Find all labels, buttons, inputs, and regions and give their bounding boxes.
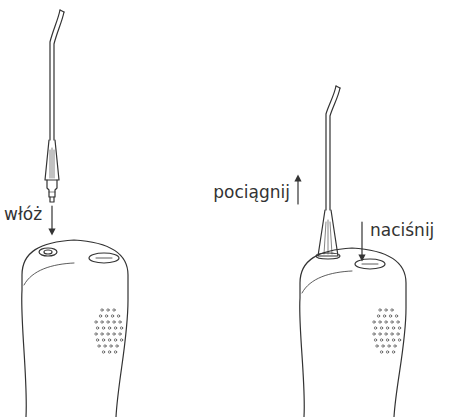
speaker-dot <box>380 327 382 329</box>
speaker-dot <box>114 339 116 341</box>
speaker-dot <box>380 339 382 341</box>
speaker-dot <box>398 339 400 341</box>
speaker-dot <box>95 333 97 335</box>
speaker-dot <box>98 345 100 347</box>
speaker-dot <box>102 339 104 341</box>
speaker-dot <box>108 351 110 353</box>
speaker-dot <box>107 321 109 323</box>
speaker-dot <box>397 333 399 335</box>
speaker-dot <box>96 339 98 341</box>
nozzle-right <box>298 86 362 259</box>
speaker-dot <box>380 351 382 353</box>
speaker-dot <box>391 309 393 311</box>
speaker-dot <box>385 309 387 311</box>
speaker-dot <box>392 351 394 353</box>
speaker-dot <box>394 345 396 347</box>
speaker-dot <box>391 321 393 323</box>
speaker-dot <box>110 345 112 347</box>
speaker-dot <box>386 339 388 341</box>
speaker-dot <box>107 309 109 311</box>
speaker-dot <box>376 345 378 347</box>
speaker-dot <box>102 351 104 353</box>
speaker-dot <box>379 309 381 311</box>
speaker-dot <box>382 345 384 347</box>
speaker-dot <box>386 327 388 329</box>
speaker-dot <box>101 321 103 323</box>
speaker-dot <box>373 321 375 323</box>
speaker-dot <box>377 315 379 317</box>
speaker-dot <box>113 321 115 323</box>
speaker-dot <box>120 327 122 329</box>
speaker-dot <box>114 327 116 329</box>
speaker-dot <box>96 327 98 329</box>
speaker-dot <box>101 309 103 311</box>
flosser-body-right <box>300 248 406 417</box>
speaker-dot <box>120 339 122 341</box>
speaker-dot <box>388 345 390 347</box>
speaker-dot <box>105 315 107 317</box>
nozzle-left <box>45 10 64 232</box>
speaker-dot <box>113 333 115 335</box>
speaker-dot <box>119 333 121 335</box>
speaker-dot <box>108 339 110 341</box>
speaker-dot <box>113 309 115 311</box>
speaker-dot <box>385 333 387 335</box>
speaker-dot <box>397 321 399 323</box>
instruction-label: pociągnij <box>213 182 290 202</box>
speaker-dot <box>383 315 385 317</box>
speaker-dot <box>392 327 394 329</box>
speaker-dot <box>108 327 110 329</box>
speaker-dot <box>95 321 97 323</box>
instruction-label: włóż <box>4 204 42 224</box>
speaker-dot <box>101 333 103 335</box>
flosser-body-left <box>22 240 128 417</box>
speaker-dot <box>102 327 104 329</box>
speaker-dot <box>116 345 118 347</box>
speaker-dot <box>374 339 376 341</box>
speaker-dot <box>99 315 101 317</box>
speaker-dot <box>386 351 388 353</box>
speaker-dot <box>398 327 400 329</box>
speaker-dot <box>373 333 375 335</box>
speaker-dot <box>104 345 106 347</box>
speaker-dot <box>119 321 121 323</box>
speaker-dot <box>379 333 381 335</box>
speaker-dot <box>114 351 116 353</box>
speaker-dot <box>107 333 109 335</box>
instruction-label: naciśnij <box>370 220 434 240</box>
speaker-dot <box>392 339 394 341</box>
speaker-dot <box>391 333 393 335</box>
speaker-dot <box>117 315 119 317</box>
speaker-dot <box>395 315 397 317</box>
speaker-dot <box>374 327 376 329</box>
speaker-dot <box>389 315 391 317</box>
speaker-dot <box>111 315 113 317</box>
speaker-dot <box>385 321 387 323</box>
speaker-dot <box>379 321 381 323</box>
